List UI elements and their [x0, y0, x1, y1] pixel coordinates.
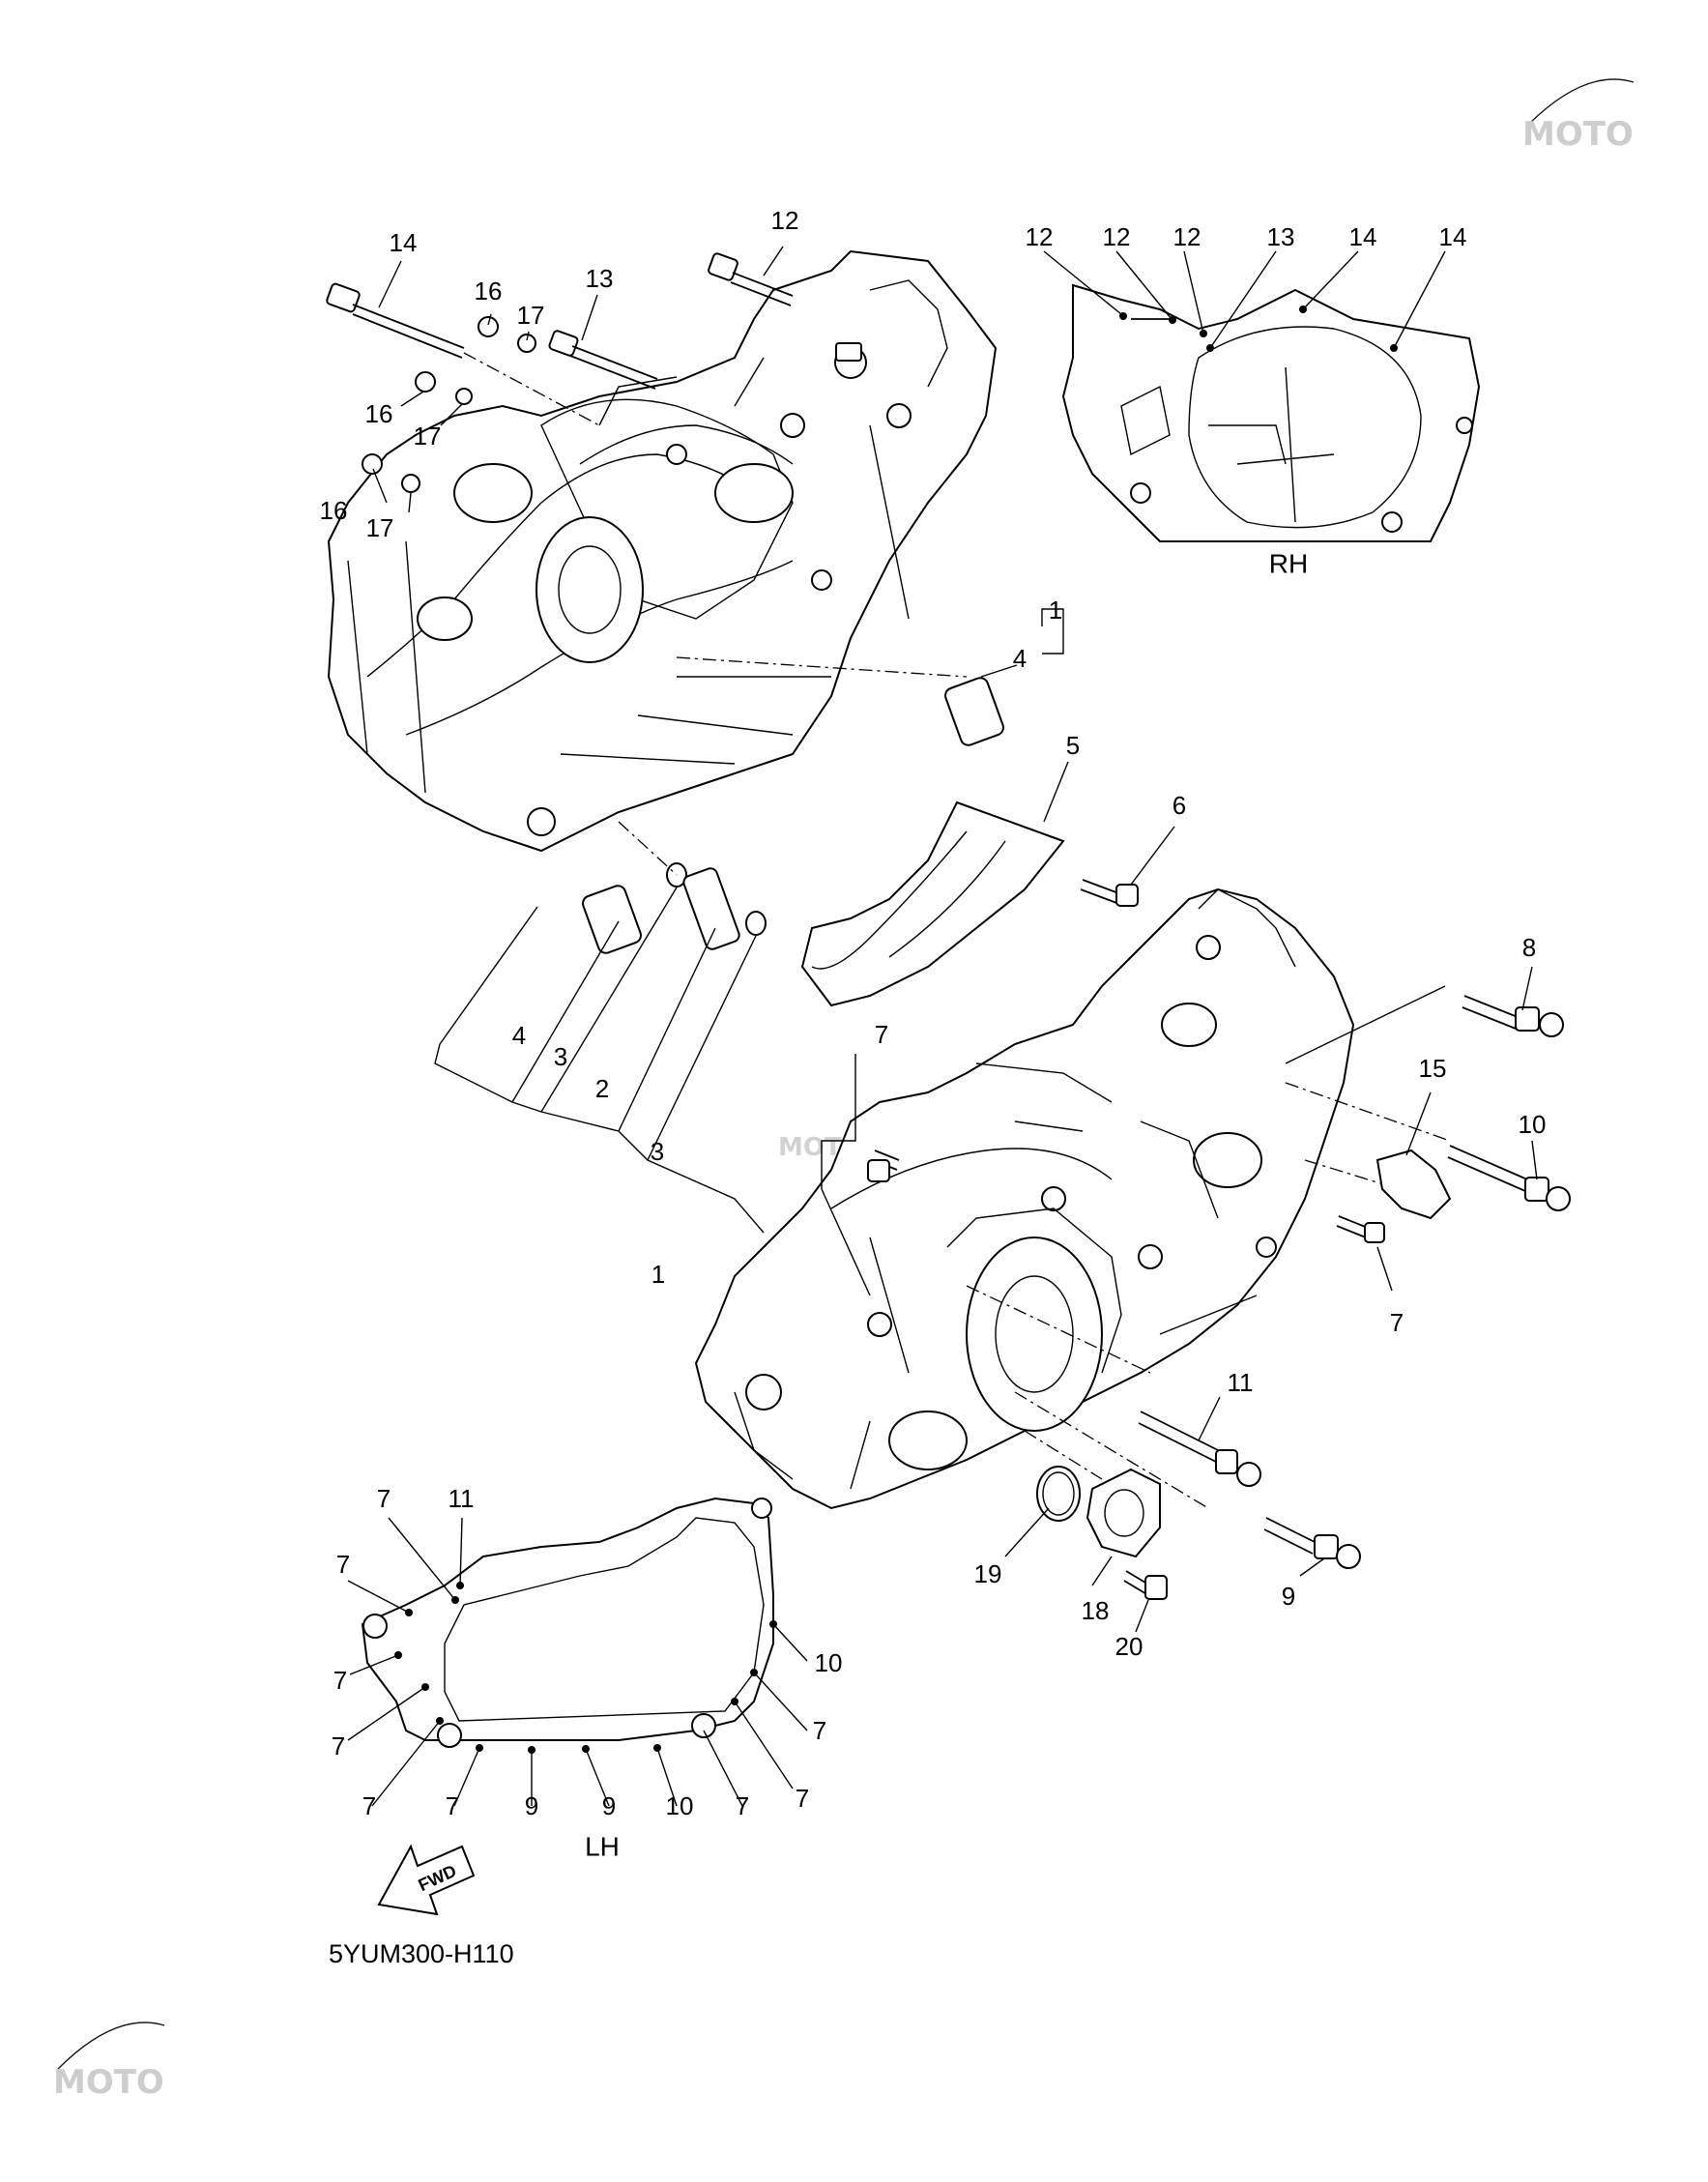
callout-12: 12: [1026, 222, 1054, 251]
rh-view: [1061, 283, 1481, 542]
callout-7: 7: [736, 1791, 749, 1820]
callout-7: 7: [813, 1716, 826, 1745]
callout-7: 7: [332, 1731, 345, 1760]
lh-view: [361, 1497, 777, 1754]
callout-7: 7: [336, 1550, 350, 1579]
callout-10: 10: [1519, 1110, 1547, 1139]
leader-lines: [347, 246, 1538, 1807]
callout-12: 12: [1103, 222, 1131, 251]
callout-16: 16: [320, 496, 348, 525]
callout-12: 12: [1173, 222, 1201, 251]
callout-19: 19: [974, 1559, 1002, 1588]
callout-5: 5: [1066, 731, 1080, 760]
diagram-code: 5YUM300-H110: [329, 1939, 514, 1968]
callout-2: 2: [595, 1074, 609, 1103]
callout-7: 7: [875, 1020, 888, 1049]
bolts-upper-left: [326, 252, 862, 493]
callout-10: 10: [666, 1791, 694, 1820]
callout-7: 7: [1390, 1308, 1404, 1337]
rh-view-label: RH: [1269, 548, 1308, 578]
callout-18: 18: [1082, 1596, 1110, 1625]
watermark-logo-bottom-left: MOTO: [53, 2022, 165, 2102]
callout-6: 6: [1172, 791, 1186, 820]
callout-16: 16: [475, 276, 503, 305]
watermark-text-top: MOTO: [1522, 115, 1634, 154]
callout-10: 10: [815, 1648, 843, 1677]
callout-15: 15: [1419, 1054, 1447, 1083]
callout-14: 14: [1349, 222, 1377, 251]
callout-13: 13: [1267, 222, 1295, 251]
callout-3: 3: [554, 1042, 567, 1071]
callout-9: 9: [602, 1791, 616, 1820]
callout-9: 9: [525, 1791, 538, 1820]
callout-7: 7: [333, 1666, 347, 1695]
callout-20: 20: [1115, 1632, 1143, 1661]
callout-17: 17: [366, 513, 394, 542]
dowels-orings: [582, 656, 1004, 954]
callout-11: 11: [1228, 1368, 1254, 1397]
callout-1: 1: [651, 1260, 665, 1289]
lh-view-label: LH: [585, 1831, 620, 1861]
callout-labels: 14 16 17 13 12 16 17 16 17 12 12 12 13 1…: [320, 206, 1547, 1862]
callout-11: 11: [449, 1484, 475, 1513]
baffle-bolt: [1080, 879, 1139, 907]
callout-16: 16: [365, 399, 393, 428]
callout-8: 8: [1522, 933, 1536, 962]
watermark-logo-top-right: MOTO: [1522, 78, 1635, 154]
bolts-lower-right: [867, 995, 1571, 1569]
callout-7: 7: [362, 1791, 376, 1820]
oil-baffle-plate: [800, 800, 1065, 1007]
crankcase-lower: [694, 887, 1355, 1510]
callout-4: 4: [1013, 644, 1027, 673]
forward-arrow-icon: FWD: [377, 1844, 476, 1916]
callout-3: 3: [651, 1137, 664, 1166]
watermark-text-bottom: MOTO: [53, 2063, 164, 2102]
callout-12: 12: [771, 206, 799, 235]
cover-18-oring-19: [1036, 1466, 1168, 1600]
crankcase-upper: [327, 249, 998, 853]
callout-13: 13: [586, 264, 614, 293]
callout-7: 7: [377, 1484, 391, 1513]
callout-9: 9: [1282, 1582, 1295, 1611]
callout-17: 17: [414, 422, 442, 451]
bracket-15: [1375, 1149, 1452, 1220]
callout-14: 14: [1439, 222, 1467, 251]
callout-17: 17: [517, 301, 545, 330]
callout-4: 4: [512, 1021, 526, 1050]
callout-14: 14: [390, 228, 418, 257]
callout-7: 7: [796, 1784, 809, 1813]
callout-7: 7: [446, 1791, 459, 1820]
callout-1: 1: [1049, 596, 1062, 625]
